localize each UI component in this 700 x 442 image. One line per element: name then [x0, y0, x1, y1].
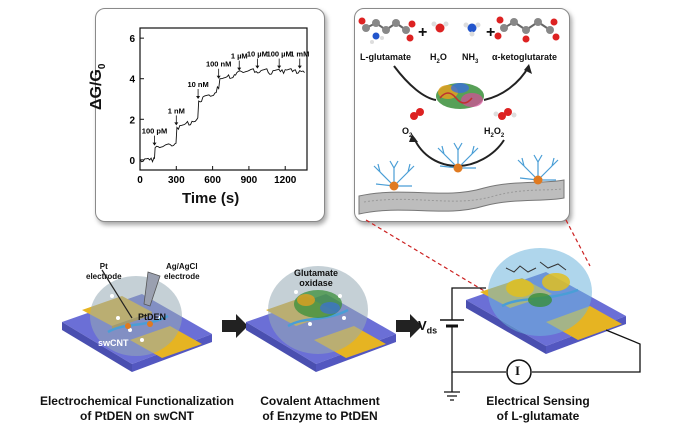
- y-tick-label: 2: [129, 115, 135, 126]
- swcnt-label: swCNT: [98, 338, 129, 348]
- concentration-annotation: 1 mM: [290, 50, 309, 59]
- plus-sign-2: +: [486, 24, 496, 41]
- annotation-arrowhead: [277, 65, 282, 69]
- ptden-label: PtDEN: [138, 312, 167, 322]
- circuit-wires: [444, 287, 641, 401]
- y-tick-label: 4: [129, 75, 135, 86]
- concentration-annotation: 1 nM: [168, 106, 185, 115]
- y-tick-label: 6: [129, 34, 135, 45]
- ammeter-icon: [506, 359, 532, 385]
- chart-panel: [95, 8, 325, 222]
- concentration-annotation: 10 nM: [187, 80, 208, 89]
- plot-frame: [139, 27, 308, 171]
- x-tick-label: 900: [241, 175, 258, 186]
- device-1: [62, 269, 212, 372]
- annotation-arrowhead: [297, 65, 302, 69]
- dendrimer-icon-2: [437, 142, 479, 173]
- annotation-arrowhead: [216, 75, 221, 79]
- ketoglutarate-molecule-icon: [494, 16, 560, 43]
- ammonia-molecule-icon: [463, 22, 481, 37]
- data-series-line: [139, 68, 305, 163]
- annotation-arrowhead: [196, 96, 201, 100]
- concentration-annotation: 100 µM: [267, 50, 292, 59]
- annotation-arrowhead: [237, 67, 242, 71]
- annotation-arrowhead: [174, 122, 179, 126]
- x-tick-label: 0: [137, 175, 143, 186]
- annotation-arrowhead: [152, 142, 157, 146]
- chart-series: [139, 68, 305, 163]
- glutamate-molecule-icon: [358, 17, 416, 44]
- x-tick-label: 300: [168, 175, 185, 186]
- enzyme-protein-icon: [436, 83, 484, 109]
- chart: 0 300 600 900 1200 0 2 4 6 100 pM 1 nM 10 nM 100 nM…: [129, 27, 309, 186]
- chart-axes: [139, 27, 308, 171]
- annotation-arrowhead: [255, 65, 260, 69]
- y-tick-label: 0: [129, 156, 135, 167]
- peroxide-label: H2O2: [484, 126, 505, 139]
- x-axis-label: Time (s): [182, 190, 240, 207]
- reaction-illustration: [358, 16, 565, 215]
- device-2: [246, 266, 396, 372]
- water-molecule-icon: [431, 21, 449, 33]
- concentration-annotation: 10 µM: [247, 50, 268, 59]
- vds-label: Vds: [418, 318, 438, 336]
- plus-sign-1: +: [418, 24, 428, 41]
- current-label: I: [515, 363, 521, 378]
- nanotube-icon: [358, 179, 565, 215]
- x-tick-label: 600: [204, 175, 221, 186]
- concentration-annotation: 100 pM: [142, 127, 167, 136]
- product-label-ketoglutarate: α-ketoglutarate: [492, 52, 558, 62]
- battery-icon: [440, 319, 464, 336]
- concentration-annotation: 1 µM: [231, 52, 248, 61]
- reactant-label-glutamate: L-glutamate: [360, 52, 412, 62]
- reactant-label-ammonia: NH3: [462, 52, 479, 65]
- reactant-label-water: H2O: [430, 52, 447, 65]
- chart-ticks: 0 300 600 900 1200 0 2 4 6: [129, 34, 296, 186]
- oxygen-label: O2: [402, 126, 413, 139]
- peroxide-molecule-icon: [493, 108, 517, 120]
- concentration-annotation: 100 nM: [206, 60, 231, 69]
- dendrimer-icon-1: [373, 160, 415, 191]
- x-tick-label: 1200: [274, 175, 297, 186]
- device-3: [466, 248, 626, 354]
- dendrimer-icon-3: [517, 154, 559, 185]
- oxygen-molecule-icon: [410, 108, 424, 120]
